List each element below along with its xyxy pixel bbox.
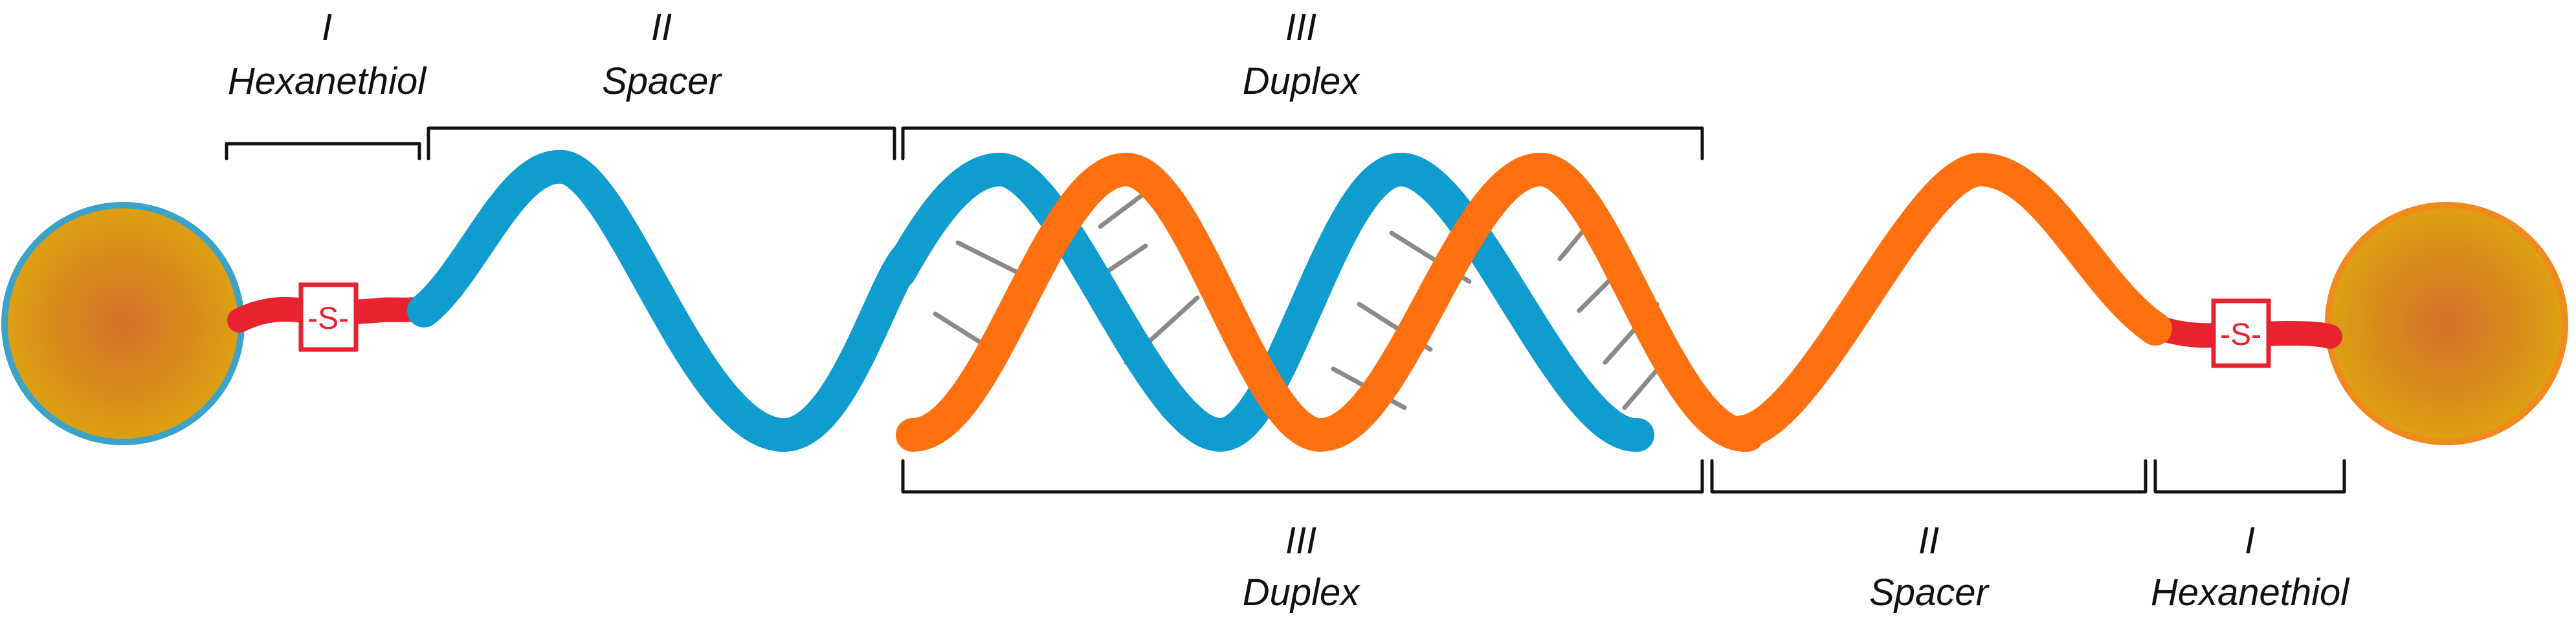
bottom-bracket-spacer [1710, 459, 2148, 494]
bottom-hexanethiol-numeral: I [2245, 520, 2255, 562]
top-bracket-hexanethiol [225, 142, 421, 161]
orange-duplex-strand [896, 152, 1764, 452]
top-hexanethiol-name: Hexanethiol [228, 60, 427, 102]
top-spacer-numeral: II [651, 6, 672, 49]
bottom-bracket-duplex [901, 459, 1704, 494]
right-gold-nanoparticle [2325, 202, 2568, 445]
bottom-spacer-name: Spacer [1869, 571, 1990, 614]
right-sulfur-label: -S- [2220, 318, 2261, 352]
orange-spacer-strand [1724, 152, 2172, 449]
right-sulfur-box: -S- [2211, 298, 2271, 368]
bottom-bracket-hexanethiol [2153, 459, 2346, 494]
top-spacer-name: Spacer [602, 60, 722, 102]
top-bracket-duplex [901, 126, 1704, 161]
top-bracket-spacer [427, 126, 896, 161]
blue-spacer-strand [407, 149, 923, 452]
bottom-duplex-numeral: III [1285, 520, 1316, 562]
left-sulfur-label: -S- [307, 302, 349, 336]
top-hexanethiol-numeral: I [322, 6, 332, 49]
bottom-duplex-name: Duplex [1243, 571, 1361, 614]
left-gold-nanoparticle [1, 202, 245, 445]
bottom-spacer-numeral: II [1918, 520, 1939, 562]
top-duplex-name: Duplex [1243, 60, 1361, 102]
top-duplex-numeral: III [1285, 6, 1316, 49]
blue-duplex-strand [883, 152, 1654, 452]
bottom-hexanethiol-name: Hexanethiol [2151, 571, 2350, 614]
left-sulfur-box: -S- [298, 282, 359, 352]
